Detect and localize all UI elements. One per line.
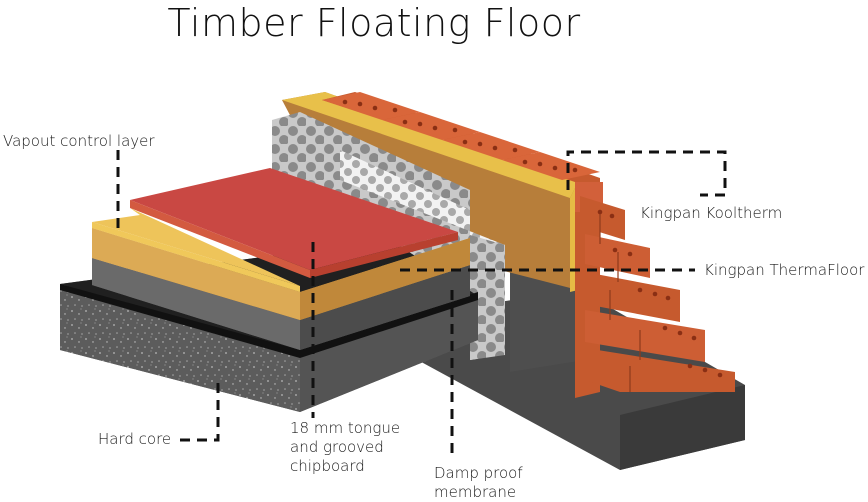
label-kooltherm: Kingpan Kooltherm	[640, 204, 783, 222]
leader-hardcore	[180, 380, 220, 442]
label-dpm-line-2: membrane	[434, 483, 517, 501]
label-hard-core: Hard core	[98, 430, 172, 448]
label-chipboard-line-2: and grooved	[290, 438, 384, 456]
diagram-title: Timber Floating Floor	[167, 1, 581, 45]
vapour-control-layer	[130, 168, 458, 278]
leader-lines	[116, 150, 727, 458]
top-bricks	[322, 92, 600, 180]
stepped-bricks	[575, 182, 735, 392]
label-thermafloor: Kingpan ThermaFloor	[704, 261, 865, 279]
brick-wall	[322, 92, 735, 398]
thermafloor-layer	[92, 258, 470, 350]
label-dpm: Damp proof membrane	[434, 464, 554, 502]
chipboard-layer	[92, 208, 470, 320]
label-chipboard-line-1: 18 mm tongue	[290, 419, 401, 437]
label-vapour-control: Vapout control layer	[3, 132, 155, 150]
dpm-layer	[60, 284, 478, 358]
label-chipboard: 18 mm tongue and grooved chipboard	[290, 419, 420, 476]
label-dpm-line-1: Damp proof	[434, 464, 523, 482]
leader-kooltherm	[566, 150, 727, 197]
label-chipboard-line-3: chipboard	[290, 457, 365, 475]
